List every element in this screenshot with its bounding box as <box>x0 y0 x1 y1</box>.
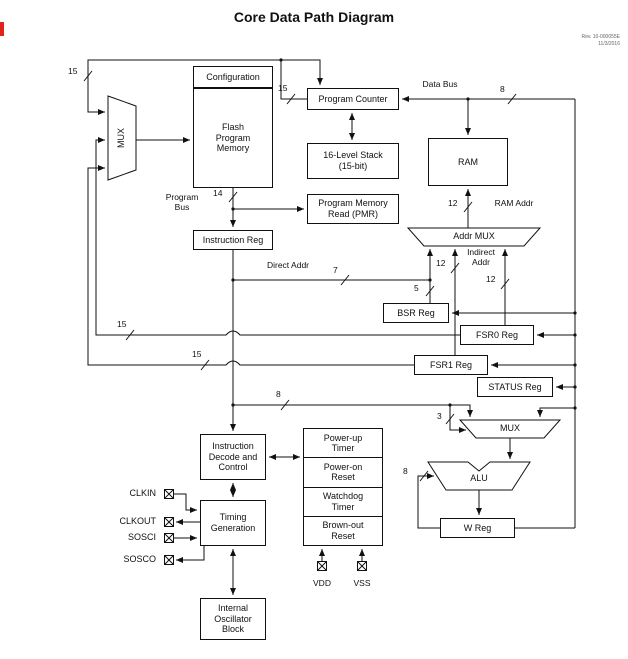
watchdog-timer-label: Watchdog Timer <box>322 491 364 512</box>
addr-mux-label: Addr MUX <box>453 231 495 241</box>
sosci-label: SOSCI <box>127 532 156 542</box>
addr-mux: Addr MUX <box>408 227 540 245</box>
clkout-pin-icon <box>164 517 174 527</box>
fsr1-reg-block: FSR1 Reg <box>414 355 488 375</box>
bus-width-wreg-alu: 8 <box>403 466 408 476</box>
program-address-mux: MUX <box>106 96 136 180</box>
stack-label: 16-Level Stack (15-bit) <box>323 150 383 171</box>
instruction-decode-block: Instruction Decode and Control <box>200 434 266 480</box>
bus-width-fsr0-bus: 15 <box>117 319 127 329</box>
power-up-timer-cell: Power-up Timer <box>304 429 382 459</box>
bus-width-ram-addr: 12 <box>448 198 458 208</box>
program-memory-read-label: Program Memory Read (PMR) <box>318 198 388 219</box>
bsr-reg-block: BSR Reg <box>383 303 449 323</box>
instruction-reg-block: Instruction Reg <box>193 230 273 250</box>
w-reg-block: W Reg <box>440 518 515 538</box>
vss-pin-icon <box>357 561 367 571</box>
program-address-mux-label: MUX <box>116 128 126 148</box>
sosci-pin-icon <box>164 533 174 543</box>
vss-label: VSS <box>353 578 371 588</box>
vdd-pin-icon <box>317 561 327 571</box>
alu-input-mux: MUX <box>460 419 560 437</box>
bus-width-fsr1-bus: 15 <box>192 349 202 359</box>
alu: ALU <box>449 470 509 486</box>
bus-width-data-bus: 8 <box>500 84 505 94</box>
flash-program-memory-block: Flash Program Memory <box>193 88 273 188</box>
bus-width-pc-top: 15 <box>68 66 78 76</box>
configuration-block: Configuration <box>193 66 273 88</box>
timing-generation-block: Timing Generation <box>200 500 266 546</box>
bus-width-pc-left: 15 <box>278 83 288 93</box>
alu-label: ALU <box>470 473 488 483</box>
internal-oscillator-label: Internal Oscillator Block <box>214 603 252 635</box>
instruction-decode-label: Instruction Decode and Control <box>208 441 258 473</box>
clkin-pin-icon <box>164 489 174 499</box>
brown-out-reset-cell: Brown-out Reset <box>304 517 382 545</box>
revision-line1: Rev. 10-000055E <box>581 34 620 40</box>
revision-line2: 11/3/2016 <box>598 41 620 47</box>
ram-block: RAM <box>428 138 508 186</box>
bus-width-indirect1: 12 <box>436 258 446 268</box>
bus-width-indirect2: 12 <box>486 274 496 284</box>
clkin-label: CLKIN <box>129 488 156 498</box>
indirect-addr-label: Indirect Addr <box>467 247 495 267</box>
alu-input-mux-label: MUX <box>500 423 520 433</box>
program-memory-read-block: Program Memory Read (PMR) <box>307 194 399 224</box>
stack-block: 16-Level Stack (15-bit) <box>307 143 399 179</box>
diagram-title: Core Data Path Diagram <box>233 9 395 25</box>
internal-oscillator-block: Internal Oscillator Block <box>200 598 266 640</box>
brown-out-reset-label: Brown-out Reset <box>322 520 364 541</box>
power-on-reset-cell: Power-on Reset <box>304 458 382 488</box>
sosco-label: SOSCO <box>123 554 156 564</box>
vdd-label: VDD <box>313 578 331 588</box>
bus-width-bsr: 5 <box>414 283 419 293</box>
ram-addr-label: RAM Addr <box>494 198 534 208</box>
fsr0-reg-block: FSR0 Reg <box>460 325 534 345</box>
power-control-block: Power-up Timer Power-on Reset Watchdog T… <box>303 428 383 546</box>
watchdog-timer-cell: Watchdog Timer <box>304 488 382 517</box>
bus-width-direct-addr: 7 <box>333 265 338 275</box>
program-counter-block: Program Counter <box>307 88 399 110</box>
clkout-label: CLKOUT <box>119 516 156 526</box>
bus-width-status-mux: 3 <box>437 411 442 421</box>
direct-addr-label: Direct Addr <box>266 260 310 270</box>
data-bus-label: Data Bus <box>422 79 458 89</box>
power-on-reset-label: Power-on Reset <box>323 461 363 483</box>
bus-width-program-bus: 14 <box>213 188 223 198</box>
sosco-pin-icon <box>164 555 174 565</box>
flash-program-memory-label: Flash Program Memory <box>215 122 251 154</box>
revision-change-bar <box>0 22 4 36</box>
status-reg-block: STATUS Reg <box>477 377 553 397</box>
bus-width-literal: 8 <box>276 389 281 399</box>
program-bus-label: Program Bus <box>165 192 199 212</box>
revision-note: Rev. 10-000055E 11/3/2016 <box>540 34 620 48</box>
power-up-timer-label: Power-up Timer <box>323 432 363 454</box>
timing-generation-label: Timing Generation <box>210 512 256 533</box>
